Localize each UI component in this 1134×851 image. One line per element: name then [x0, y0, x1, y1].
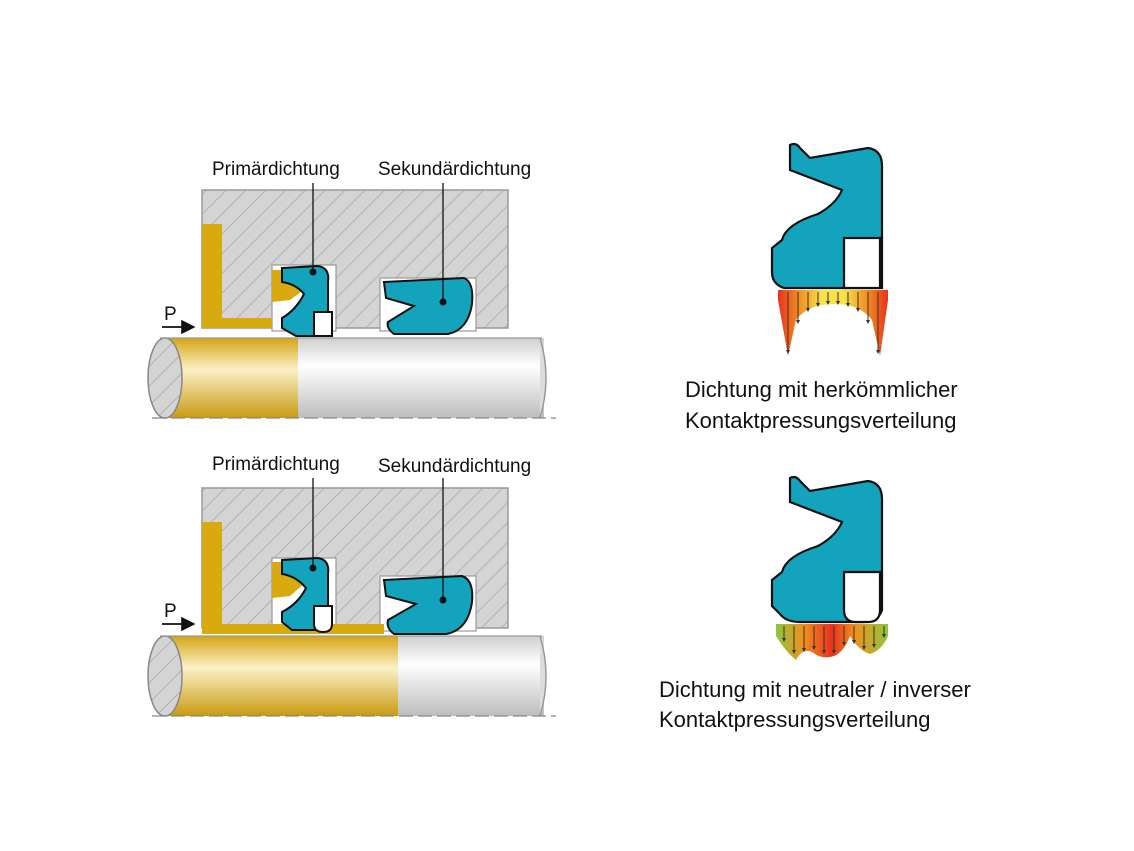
oil-channel — [202, 522, 384, 634]
conventional-caption-line2: Kontaktpressungsverteilung — [685, 408, 957, 433]
neutral-seal-profile: Dichtung mit neutraler / inverser Kontak… — [659, 475, 971, 732]
pressure-label-bottom: P — [164, 601, 177, 622]
primary-seal-label-bottom: Primärdichtung — [212, 454, 340, 475]
oil-film — [160, 636, 398, 716]
secondary-seal — [382, 276, 474, 335]
primary-seal-label-top: Primärdichtung — [212, 159, 340, 180]
oil-film — [160, 338, 298, 418]
conventional-caption-line1: Dichtung mit herkömmlicher — [685, 377, 958, 402]
secondary-seal-label-bottom: Sekundärdichtung — [378, 456, 531, 477]
backup-ring — [842, 236, 882, 290]
primary-backup-ring — [313, 605, 333, 634]
rod-end — [147, 337, 183, 419]
conventional-seal-profile: Dichtung mit herkömmlicher Kontaktpressu… — [685, 142, 958, 433]
primary-backup-ring — [313, 311, 333, 337]
contact-pressure-distribution — [776, 624, 888, 660]
secondary-seal — [382, 574, 474, 635]
top-seal-assembly: P Primärdichtung Sekundärdichtung — [147, 159, 556, 419]
bottom-seal-assembly: P Primärdichtung Sekundärdichtung — [147, 454, 556, 717]
rod-end — [147, 635, 183, 717]
neutral-caption-line1: Dichtung mit neutraler / inverser — [659, 677, 971, 702]
pressure-arrows — [782, 626, 886, 654]
neutral-caption-line2: Kontaktpressungsverteilung — [659, 707, 931, 732]
oil-channel — [202, 224, 272, 328]
pressure-arrows — [786, 292, 880, 354]
backup-ring — [842, 570, 882, 624]
pressure-label-top: P — [164, 304, 177, 325]
secondary-seal-label-top: Sekundärdichtung — [378, 159, 531, 180]
contact-pressure-distribution — [778, 290, 888, 356]
